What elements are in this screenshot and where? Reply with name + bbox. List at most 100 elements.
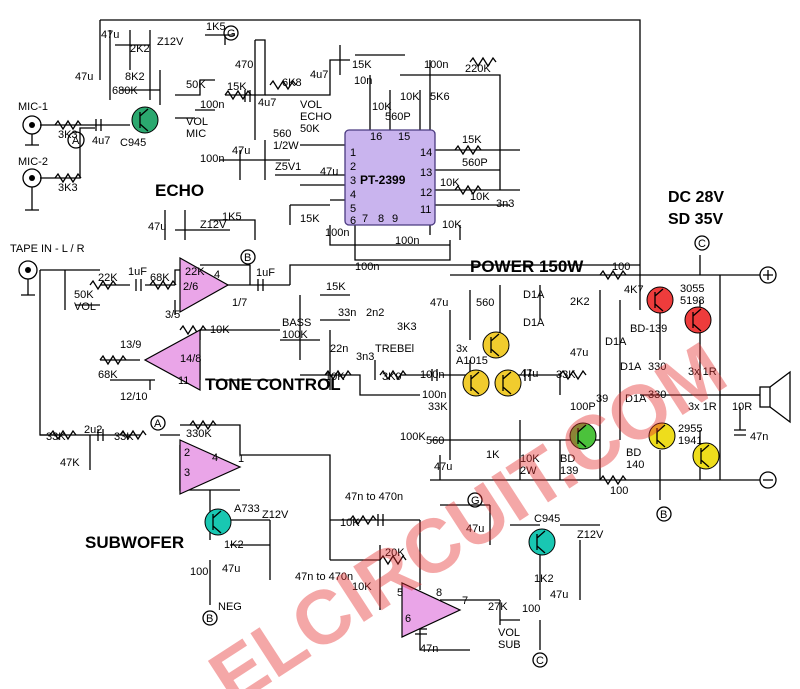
u1-pin-in-neg: 2/6	[183, 281, 198, 293]
label-r27k: 27K	[488, 601, 508, 613]
label-c47u_f: 47u	[222, 563, 240, 575]
node-markers	[67, 25, 710, 668]
pin-14: 14	[420, 147, 432, 159]
label-r68k_b: 68K	[98, 369, 118, 381]
supply-sd: SD 35V	[668, 211, 723, 228]
plus-terminal-icon	[759, 266, 777, 284]
node-a-top	[67, 131, 85, 149]
pin-1: 1	[350, 147, 356, 159]
label-c47u_b: 47u	[75, 71, 93, 83]
u4-pin-in-pos: 5	[397, 587, 403, 599]
u3-pin-in-neg: 2	[184, 447, 190, 459]
label-trebel: TREBEl	[375, 343, 414, 355]
section-power: POWER 150W	[470, 257, 584, 276]
label-c47u_c: 47u	[232, 145, 250, 157]
label-c100p: 100P	[570, 401, 596, 413]
label-r10k_d: 10K	[470, 191, 490, 203]
pin-6: 6	[350, 215, 356, 227]
u3-pin-out: 1	[238, 453, 244, 465]
label-c22n: 22n	[330, 343, 348, 355]
label-r330_a: 330	[648, 361, 666, 373]
label-r33k_d: 33K	[428, 401, 448, 413]
label-r100_b: 100	[522, 603, 540, 615]
label-c945_b: C945	[534, 513, 560, 525]
node-g-sub-label: G	[471, 495, 480, 507]
label-c47n_d: 47n	[750, 431, 768, 443]
label-bd139_a: BD-139	[630, 323, 667, 335]
transistor-a1015-3	[494, 369, 522, 397]
u2-pin-in-pos: 12/10	[120, 391, 148, 403]
opamp-echo-buffer	[179, 256, 230, 314]
label-c3n3_a: 3n3	[496, 198, 514, 210]
u4-pin-out: 7	[462, 595, 468, 607]
transistor-a1015-1	[482, 331, 510, 359]
label-c47u_g: 47u	[466, 523, 484, 535]
label-r1k2_a: 1K2	[224, 539, 244, 551]
opamp-sub-filter	[179, 439, 242, 495]
opamp-tone	[143, 328, 201, 392]
label-r220k: 220K	[465, 63, 491, 75]
label-c47u_h: 47u	[550, 589, 568, 601]
label-r100_a: 100	[190, 566, 208, 578]
label-r3k3_c: 3K3	[397, 321, 417, 333]
component-values: 1K5 47u 2K2 Z12V 47u 8K2 680K 50K 470 15…	[46, 21, 768, 655]
label-z12c: Z12V	[262, 509, 289, 521]
label-r680k: 680K	[112, 85, 138, 97]
label-r10k_a: 10K	[372, 101, 392, 113]
capacitor-symbols	[95, 90, 746, 635]
label-c4u7_c: 4u7	[310, 69, 328, 81]
section-titles: ECHO POWER 150W TONE CONTROL SUBWOFER DC…	[85, 181, 724, 552]
label-c10n: 10n	[354, 75, 372, 87]
label-mic2: MIC-2	[18, 156, 48, 168]
label-c560p_a: 560P	[385, 111, 411, 123]
node-b-power-label: B	[660, 509, 667, 521]
label-c39: 39	[596, 393, 608, 405]
transistor-a733	[204, 508, 232, 536]
transistor-bd139	[569, 422, 597, 450]
label-a733: A733	[234, 503, 260, 515]
u1-pin-in-pos: 3/5	[165, 309, 180, 321]
label-r15k_a: 15K	[227, 81, 247, 93]
label-c100n_a: 100n	[200, 99, 224, 111]
u4-pin-vcc: 8	[436, 587, 442, 599]
label-c100n_b: 100n	[424, 59, 448, 71]
node-g-top-label: G	[227, 28, 236, 40]
label-r22k_b: 22K	[185, 266, 205, 278]
label-r33k_a: 33K	[46, 431, 66, 443]
label-r8k2: 8K2	[125, 71, 145, 83]
pin-8: 8	[378, 213, 384, 225]
node-a-top-label: A	[72, 135, 80, 147]
label-c47u_i: 47u	[430, 297, 448, 309]
label-r3x1r_b: 3x 1R	[688, 401, 717, 413]
pin-3: 3	[350, 175, 356, 187]
label-d1a_c: D1A	[605, 336, 627, 348]
label-c100n_g2: 100n	[422, 389, 446, 401]
label-r3k3_b: 3K3	[58, 182, 78, 194]
label-r10k_c: 10K	[440, 177, 460, 189]
label-c1u_b: 1uF	[256, 267, 275, 279]
node-c-sub-label: C	[536, 655, 544, 667]
label-r10k_b: 10K	[400, 91, 420, 103]
label-mic1: MIC-1	[18, 101, 48, 113]
label-r15k_d: 15K	[300, 213, 320, 225]
label-c4u7_a: 4u7	[258, 97, 276, 109]
label-z12d: Z12V	[577, 529, 604, 541]
label-c1u_a: 1uF	[128, 266, 147, 278]
label-c47u_k: 47u	[570, 347, 588, 359]
node-g-top	[223, 25, 239, 41]
label-r15k_e: 15K	[326, 281, 346, 293]
label-c47u_l: 47u	[434, 461, 452, 473]
label-r1k5b: 1K5	[222, 211, 242, 223]
label-z12a: Z12V	[157, 36, 184, 48]
u2-pin-in-neg: 13/9	[120, 339, 141, 351]
pin-11: 11	[420, 204, 431, 216]
transistor-c945-mic	[131, 106, 159, 134]
node-c-sub	[532, 652, 548, 668]
